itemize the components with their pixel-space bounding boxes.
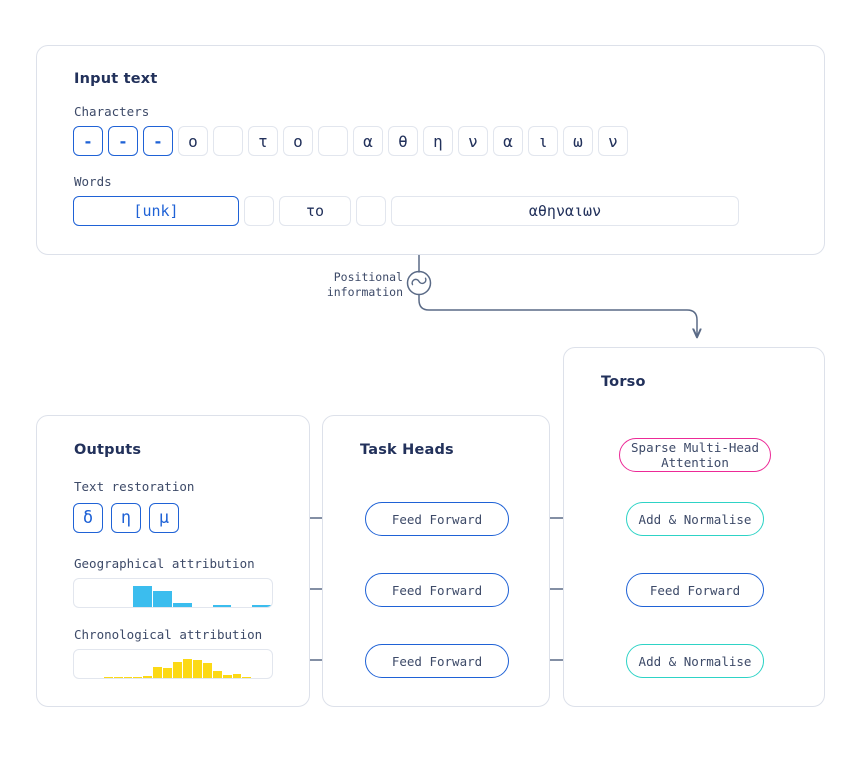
character-token-3[interactable]: ο: [178, 126, 208, 156]
input-panel-title: Input text: [74, 71, 158, 87]
bar-9: [252, 605, 271, 607]
positional-information-label: Positional information: [313, 270, 403, 300]
characters-label: Characters: [74, 104, 150, 119]
bar-5: [172, 602, 192, 607]
character-token-15[interactable]: ν: [598, 126, 628, 156]
attention-label-line1: Sparse Multi-Head: [631, 440, 759, 455]
word-token-row: [unk] το αθηναιων: [73, 196, 744, 226]
bar-8: [153, 667, 163, 678]
bar-4: [113, 677, 123, 678]
character-token-8[interactable]: α: [353, 126, 383, 156]
geographical-attribution-label: Geographical attribution: [74, 556, 255, 571]
character-token-4[interactable]: [213, 126, 243, 156]
chronological-bars: [74, 650, 272, 678]
torso-feed-forward[interactable]: Feed Forward: [626, 573, 764, 607]
outputs-panel-title: Outputs: [74, 442, 142, 458]
chronological-attribution-chart[interactable]: [73, 649, 273, 679]
bar-4: [153, 590, 172, 607]
bar-11: [182, 658, 192, 678]
bar-3: [133, 585, 153, 607]
bar-6: [133, 677, 143, 678]
word-token-1[interactable]: [244, 196, 274, 226]
character-token-1[interactable]: -: [108, 126, 138, 156]
task-heads-panel: Task Heads Feed Forward Feed Forward Fee…: [322, 415, 550, 707]
text-restoration-label: Text restoration: [74, 479, 195, 494]
geographical-bars: [74, 579, 272, 607]
torso-add-normalise-2[interactable]: Add & Normalise: [626, 644, 764, 678]
bar-16: [232, 674, 242, 678]
torso-add-normalise-1[interactable]: Add & Normalise: [626, 502, 764, 536]
character-token-6[interactable]: ο: [283, 126, 313, 156]
character-token-13[interactable]: ι: [528, 126, 558, 156]
attention-label-line2: Attention: [661, 455, 729, 470]
geographical-attribution-chart[interactable]: [73, 578, 273, 608]
bar-15: [222, 674, 232, 678]
character-token-0[interactable]: -: [73, 126, 103, 156]
positional-label-line1: Positional: [333, 270, 403, 284]
task-head-feed-forward-2[interactable]: Feed Forward: [365, 573, 509, 607]
bar-7: [212, 605, 232, 607]
torso-panel-title: Torso: [601, 374, 646, 390]
task-head-feed-forward-3[interactable]: Feed Forward: [365, 644, 509, 678]
bar-14: [212, 671, 222, 678]
bar-7: [143, 675, 153, 678]
task-heads-panel-title: Task Heads: [360, 442, 454, 458]
restored-character-1[interactable]: η: [111, 503, 141, 533]
chronological-attribution-label: Chronological attribution: [74, 627, 263, 642]
word-token-0[interactable]: [unk]: [73, 196, 239, 226]
character-token-9[interactable]: θ: [388, 126, 418, 156]
character-token-12[interactable]: α: [493, 126, 523, 156]
bar-9: [163, 667, 173, 678]
words-label: Words: [74, 174, 112, 189]
task-head-feed-forward-1[interactable]: Feed Forward: [365, 502, 509, 536]
sparse-multi-head-attention-node[interactable]: Sparse Multi-Head Attention: [619, 438, 771, 472]
word-token-3[interactable]: [356, 196, 386, 226]
character-token-5[interactable]: τ: [248, 126, 278, 156]
bar-10: [173, 661, 182, 678]
bar-12: [192, 659, 202, 678]
restored-character-2[interactable]: μ: [149, 503, 179, 533]
character-token-2[interactable]: -: [143, 126, 173, 156]
restored-character-0[interactable]: δ: [73, 503, 103, 533]
bar-3: [103, 677, 113, 678]
bar-13: [202, 662, 212, 678]
character-token-10[interactable]: η: [423, 126, 453, 156]
character-token-11[interactable]: ν: [458, 126, 488, 156]
torso-panel: Torso Sparse Multi-Head Attention Add & …: [563, 347, 825, 707]
bar-17: [242, 677, 252, 678]
word-token-2[interactable]: το: [279, 196, 351, 226]
character-token-7[interactable]: [318, 126, 348, 156]
bar-5: [123, 677, 133, 678]
word-token-4[interactable]: αθηναιων: [391, 196, 739, 226]
character-token-14[interactable]: ω: [563, 126, 593, 156]
positional-label-line2: information: [326, 285, 403, 299]
